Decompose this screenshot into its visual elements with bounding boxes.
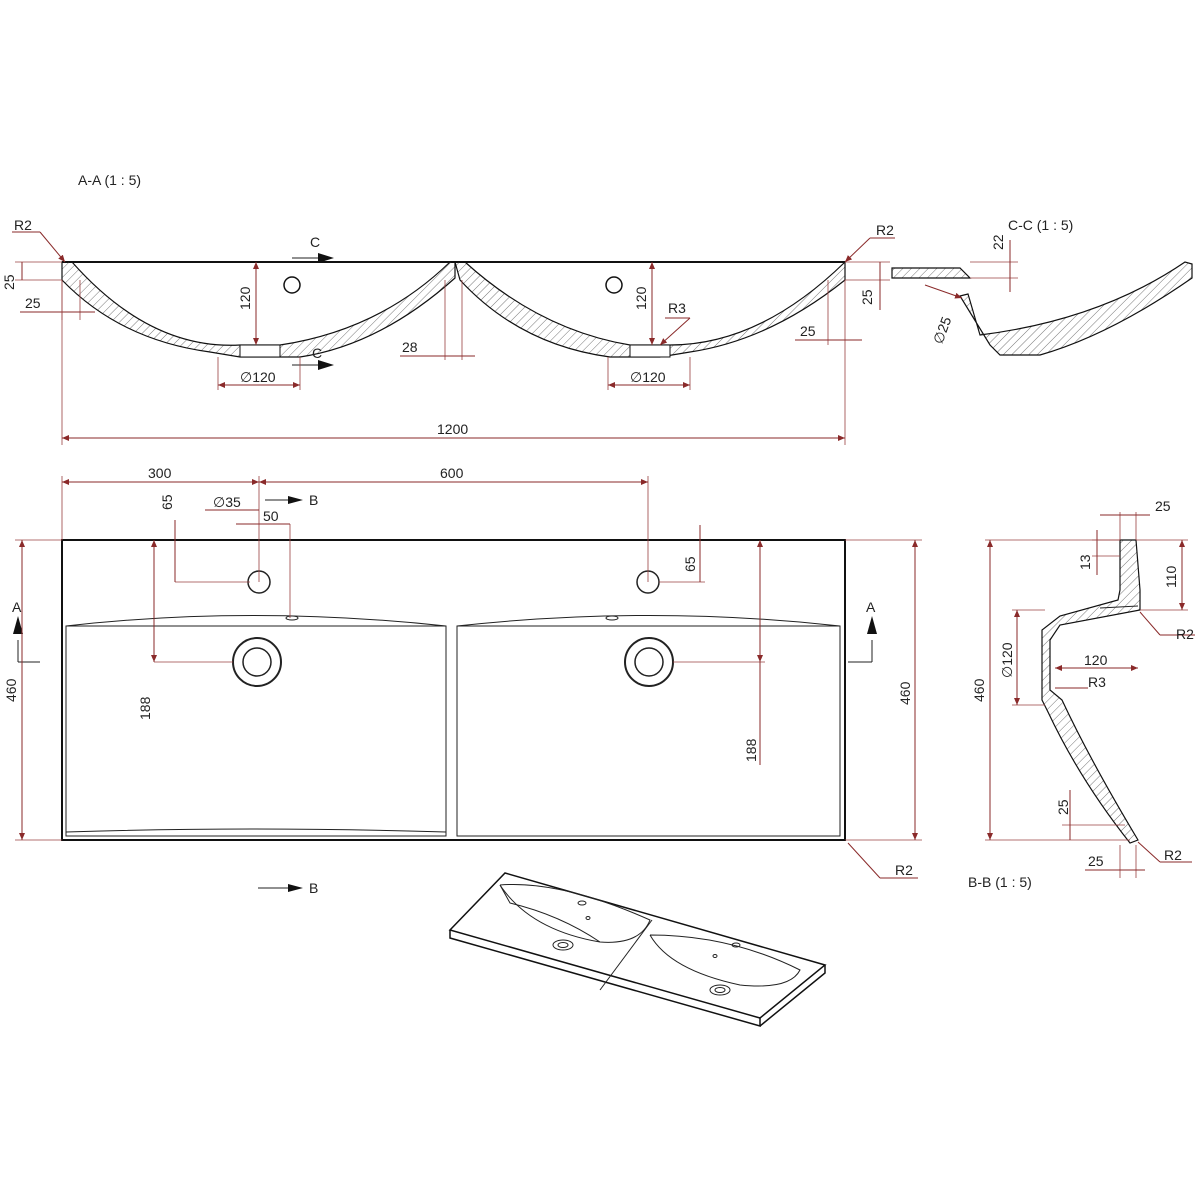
plan-view: A A B B 300 600 65 ∅35 50 65 xyxy=(3,465,922,896)
plan-300: 300 xyxy=(148,465,172,481)
aa-drain-left: ∅120 xyxy=(240,369,276,385)
bb-25-bottom: 25 xyxy=(1088,853,1104,869)
aa-depth-120-right: 120 xyxy=(633,286,649,310)
aa-r2-right: R2 xyxy=(876,222,894,238)
cc-dia-25: ∅25 xyxy=(930,314,955,346)
isometric-view xyxy=(448,872,827,1027)
aa-r3: R3 xyxy=(668,300,686,316)
marker-b-top: B xyxy=(309,492,318,508)
plan-dia-35: ∅35 xyxy=(213,494,241,510)
aa-mid-28: 28 xyxy=(402,339,418,355)
section-bb-title: B-B (1 : 5) xyxy=(968,874,1032,890)
plan-600: 600 xyxy=(440,465,464,481)
section-cc-view: C-C (1 : 5) 22 ∅25 xyxy=(891,217,1193,356)
cc-22: 22 xyxy=(990,234,1006,250)
plan-r2-corner: R2 xyxy=(895,862,913,878)
aa-depth-120-left: 120 xyxy=(237,286,253,310)
marker-a-right: A xyxy=(866,599,876,615)
aa-25-edge-right: 25 xyxy=(859,289,875,305)
bb-r2-bottom: R2 xyxy=(1164,847,1182,863)
aa-25-edge-left: 25 xyxy=(1,274,17,290)
bb-25-side: 25 xyxy=(1055,799,1071,815)
aa-25-inset-right: 25 xyxy=(800,323,816,339)
aa-overall-1200: 1200 xyxy=(437,421,468,437)
bb-r2-top: R2 xyxy=(1176,626,1194,642)
bb-r3: R3 xyxy=(1088,674,1106,690)
plan-65-right: 65 xyxy=(682,556,698,572)
plan-188-right: 188 xyxy=(743,738,759,762)
marker-c-bottom: C xyxy=(312,345,322,361)
bb-25-top: 25 xyxy=(1155,498,1171,514)
marker-c-top: C xyxy=(310,234,320,250)
section-bb-view: B-B (1 : 5) 25 13 110 R2 ∅120 120 xyxy=(968,498,1195,890)
bb-460: 460 xyxy=(971,678,987,702)
bb-13: 13 xyxy=(1077,554,1093,570)
plan-460-right: 460 xyxy=(897,681,913,705)
bb-120: 120 xyxy=(1084,652,1108,668)
aa-r2-left: R2 xyxy=(14,217,32,233)
plan-460-left: 460 xyxy=(3,678,19,702)
plan-65-left: 65 xyxy=(159,494,175,510)
plan-188-left: 188 xyxy=(137,696,153,720)
marker-a-left: A xyxy=(12,599,22,615)
bb-110: 110 xyxy=(1163,565,1179,588)
marker-b-bottom: B xyxy=(309,880,318,896)
bb-dia-120: ∅120 xyxy=(999,642,1015,678)
section-cc-title: C-C (1 : 5) xyxy=(1008,217,1073,233)
section-aa-view: A-A (1 : 5) C C R2 25 25 xyxy=(1,172,895,445)
aa-25-inset-left: 25 xyxy=(25,295,41,311)
section-aa-title: A-A (1 : 5) xyxy=(78,172,141,188)
aa-drain-right: ∅120 xyxy=(630,369,666,385)
plan-50: 50 xyxy=(263,508,279,524)
